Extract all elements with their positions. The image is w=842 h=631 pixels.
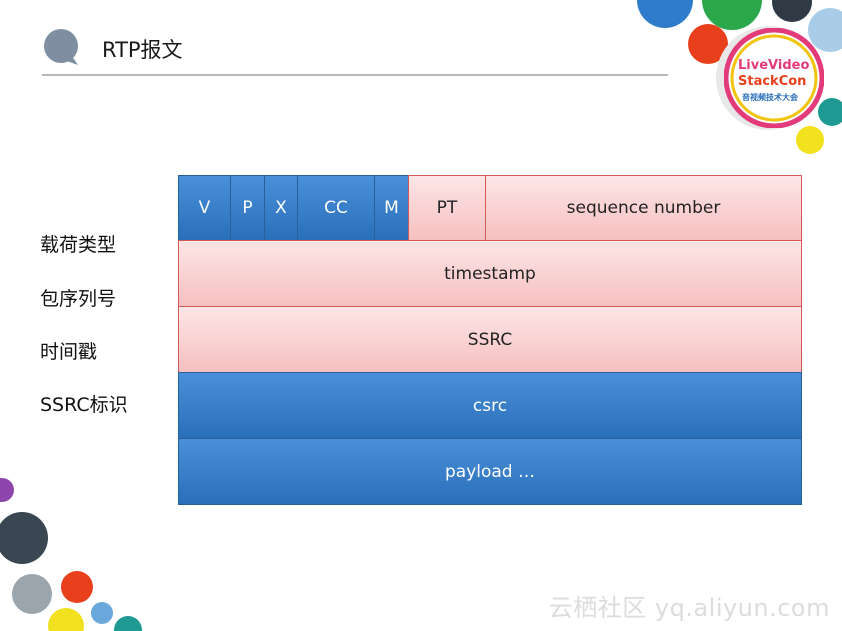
label-ssrc: SSRC标识 bbox=[40, 394, 128, 416]
livevideo-stackcon-logo: LiveVideo StackCon 音视频技术大会 bbox=[724, 28, 824, 128]
field-x: X bbox=[264, 175, 298, 241]
field-p: P bbox=[230, 175, 265, 241]
logo-line-1: LiveVideo bbox=[738, 58, 810, 73]
logo-line-3: 音视频技术大会 bbox=[742, 93, 798, 102]
title-bubble-icon bbox=[44, 29, 78, 65]
field-v: V bbox=[178, 175, 231, 241]
field-m: M bbox=[374, 175, 409, 241]
field-sequence-number: sequence number bbox=[485, 175, 802, 241]
rtp-packet-diagram: V P X CC M PT sequence number timestamp … bbox=[178, 175, 802, 505]
field-cc: CC bbox=[297, 175, 375, 241]
field-pt: PT bbox=[408, 175, 486, 241]
label-payload-type: 载荷类型 bbox=[40, 234, 117, 256]
logo-line-2: StackCon bbox=[738, 74, 807, 89]
field-csrc: csrc bbox=[178, 372, 802, 439]
page-title: RTP报文 bbox=[102, 38, 183, 62]
decorative-bubbles-bottom-left bbox=[0, 478, 142, 631]
field-ssrc: SSRC bbox=[178, 306, 802, 373]
logo-ring bbox=[724, 28, 824, 128]
watermark: 云栖社区 yq.aliyun.com bbox=[548, 594, 830, 622]
field-timestamp: timestamp bbox=[178, 240, 802, 307]
title-divider bbox=[42, 74, 668, 76]
label-sequence-number: 包序列号 bbox=[40, 288, 117, 310]
label-timestamp: 时间戳 bbox=[40, 341, 98, 363]
field-payload: payload … bbox=[178, 438, 802, 505]
